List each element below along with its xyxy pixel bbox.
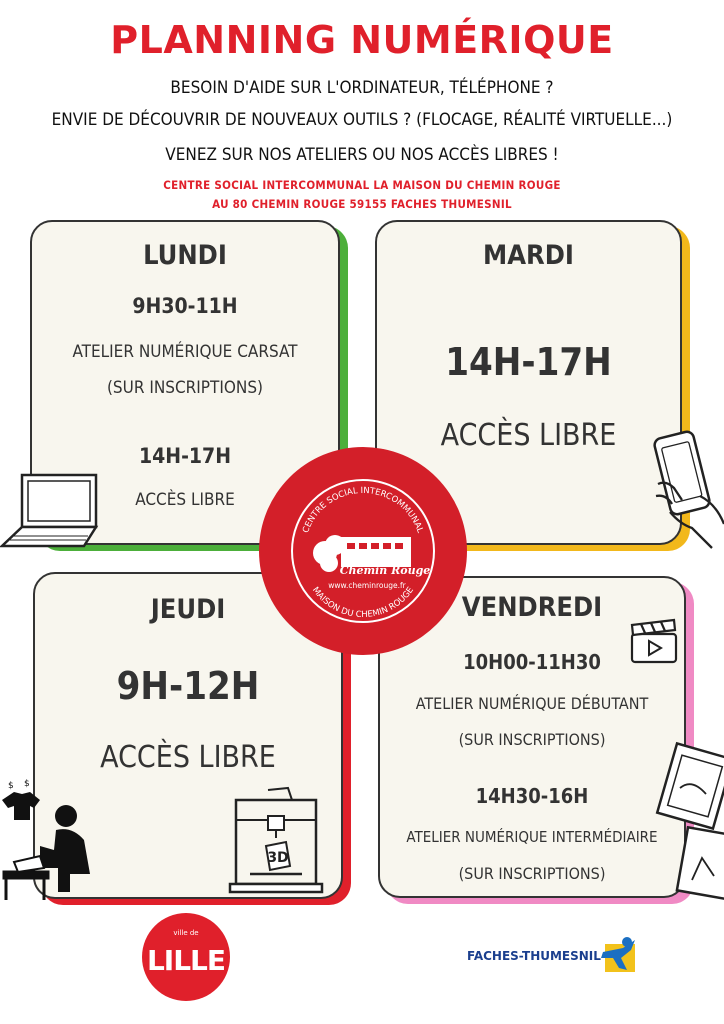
slot-time: 10H00-11H30: [463, 650, 601, 674]
svg-text:$: $: [8, 781, 14, 791]
slot-note: (SUR INSCRIPTIONS): [458, 730, 606, 749]
maison-chemin-rouge-seal: CENTRE SOCIAL INTERCOMMUNAL MAISON DU CH…: [259, 447, 467, 655]
slot-title: ACCÈS LIBRE: [135, 490, 235, 510]
day-label: MARDI: [483, 240, 574, 271]
svg-text:3D: 3D: [267, 850, 288, 866]
tshirt-press-icon: $ $: [2, 779, 90, 900]
clapperboard-icon: [630, 618, 678, 664]
day-label: VENDREDI: [461, 592, 603, 623]
slot-time: 9H-12H: [116, 664, 260, 708]
day-label: JEUDI: [150, 594, 226, 625]
intro-line-3: VENEZ SUR NOS ATELIERS OU NOS ACCÈS LIBR…: [165, 145, 559, 165]
seal-ring: [291, 479, 435, 623]
seal-url: www.cheminrouge.fr: [328, 581, 406, 590]
seal-bottom-text: MAISON DU CHEMIN ROUGE: [310, 585, 416, 620]
address-line-2: AU 80 CHEMIN ROUGE 59155 FACHES THUMESNI…: [212, 197, 512, 211]
address-line-1: CENTRE SOCIAL INTERCOMMUNAL LA MAISON DU…: [163, 178, 561, 192]
seal-top-text: CENTRE SOCIAL INTERCOMMUNAL: [301, 486, 425, 535]
slot-title: ATELIER NUMÉRIQUE INTERMÉDIAIRE: [406, 828, 658, 846]
svg-text:$: $: [24, 779, 30, 789]
lille-logo-small-text: ville de: [173, 929, 199, 937]
faches-thumesnil-logo-text: FACHES-THUMESNIL: [467, 949, 601, 963]
slot-time: 9H30-11H: [132, 294, 238, 318]
seal-brand: Chemin Rouge: [340, 564, 431, 577]
day-label: LUNDI: [143, 240, 227, 271]
slot-note: (SUR INSCRIPTIONS): [458, 864, 606, 883]
lille-logo-text: LILLE: [146, 944, 226, 977]
slot-title: ACCÈS LIBRE: [100, 740, 276, 775]
slot-title: ATELIER NUMÉRIQUE CARSAT: [72, 342, 298, 362]
faches-thumesnil-logo-icon: [601, 937, 635, 972]
slot-time: 14H-17H: [445, 340, 612, 384]
laptop-icon: [0, 473, 99, 548]
slot-title: ACCÈS LIBRE: [440, 418, 617, 453]
card-mardi: MARDI 14H-17H ACCÈS LIBRE: [375, 220, 690, 551]
ville-de-lille-logo: ville de LILLE: [142, 913, 230, 1001]
seal-graphic: CENTRE SOCIAL INTERCOMMUNAL MAISON DU CH…: [301, 486, 431, 620]
slot-time: 14H-17H: [138, 444, 232, 468]
photo-frames-icon: [655, 741, 724, 902]
phone-hand-icon: [653, 430, 724, 549]
building-icon: [313, 535, 411, 572]
card-lundi: LUNDI 9H30-11H ATELIER NUMÉRIQUE CARSAT …: [30, 220, 348, 551]
slot-note: (SUR INSCRIPTIONS): [106, 378, 264, 398]
slot-time: 14H30-16H: [475, 784, 589, 808]
printer-3d-icon: 3D: [228, 786, 324, 894]
slot-title: ATELIER NUMÉRIQUE DÉBUTANT: [415, 694, 649, 713]
intro-line-1: BESOIN D'AIDE SUR L'ORDINATEUR, TÉLÉPHON…: [170, 78, 554, 98]
intro-line-2: ENVIE DE DÉCOUVRIR DE NOUVEAUX OUTILS ? …: [51, 110, 673, 130]
page-title: PLANNING NUMÉRIQUE: [110, 18, 614, 62]
